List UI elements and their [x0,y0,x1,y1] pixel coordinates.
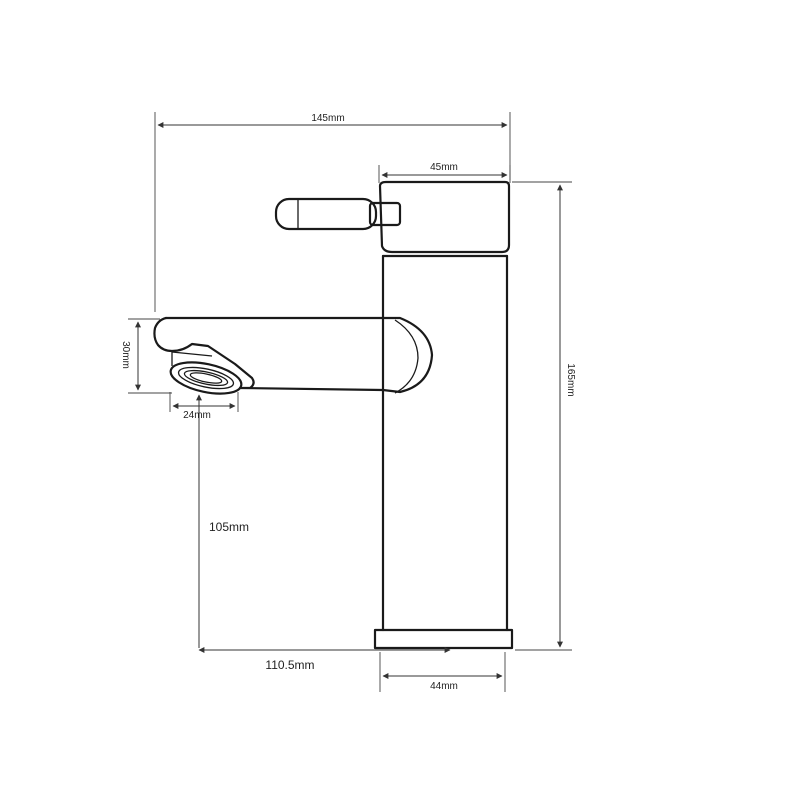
label-total-height: 165mm [565,363,576,396]
aerator [169,351,243,395]
label-handle-width: 45mm [430,162,458,173]
label-aerator: 24mm [183,410,211,421]
label-base-width: 44mm [430,681,458,692]
handle-lever [274,197,402,231]
base-ring [373,628,514,650]
label-total-width: 145mm [311,113,344,124]
label-clearance-height: 105mm [209,520,249,534]
label-spout-height: 30mm [120,341,131,369]
label-reach: 110.5mm [265,658,314,672]
faucet-outline [153,180,514,650]
dim-total-width [154,112,511,312]
dim-base-width [379,652,506,692]
spout [153,316,434,394]
dim-spout-height [128,318,172,394]
dim-total-height [512,181,572,651]
faucet-body [381,254,509,632]
dim-handle-width [378,165,511,183]
dim-aerator [169,392,239,412]
handle-cap [378,180,511,254]
